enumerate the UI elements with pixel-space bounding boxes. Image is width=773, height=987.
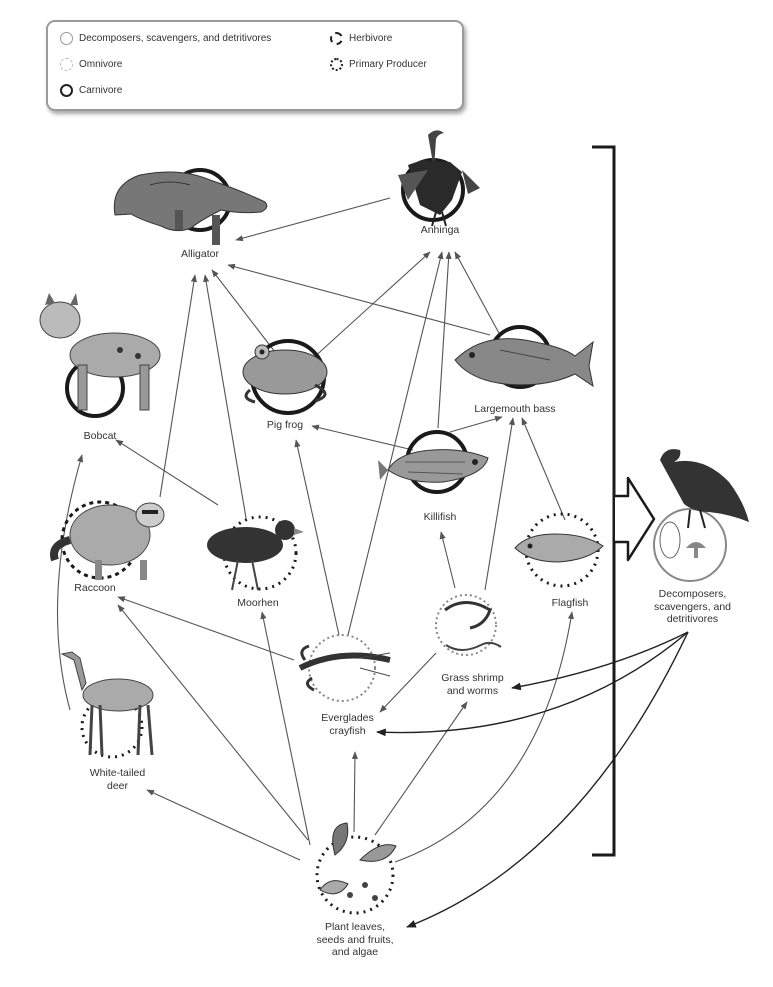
crayfish-icon: [298, 644, 391, 692]
legend-item-omnivore: Omnivore: [60, 58, 122, 71]
bobcat-icon: [39, 293, 161, 411]
killifish-node: [378, 430, 489, 494]
pig-frog-node: [242, 339, 328, 415]
legend-item-primary-producer: Primary Producer: [330, 58, 427, 71]
label-alligator: Alligator: [181, 248, 219, 260]
carnivore-ring-icon: [60, 84, 73, 97]
anhinga-icon: [398, 130, 480, 227]
herbivore-ring-icon: [330, 32, 343, 45]
flagfish-icon: [514, 533, 604, 563]
label-everglades-crayfish: Everglades crayfish: [321, 712, 374, 737]
omnivore-ring-icon: [60, 58, 73, 71]
legend-label: Herbivore: [349, 33, 393, 44]
anhinga-node: [398, 130, 480, 227]
pig-frog-icon: [242, 344, 328, 404]
legend-label: Carnivore: [79, 85, 123, 96]
legend-label: Decomposers, scavengers, and detritivore…: [79, 33, 272, 44]
decomposers-node: [653, 449, 749, 582]
grass-shrimp-icon: [444, 601, 502, 651]
moorhen-icon: [207, 520, 304, 591]
label-white-tailed-deer: White-tailed deer: [89, 767, 146, 792]
label-raccoon: Raccoon: [74, 582, 116, 594]
decomposer-ring-icon: [60, 32, 73, 45]
deer-node: [60, 651, 154, 759]
label-killifish: Killifish: [423, 511, 457, 523]
raccoon-node: [50, 500, 165, 580]
grass-shrimp-node: [435, 594, 502, 656]
label-bobcat: Bobcat: [83, 430, 117, 442]
killifish-icon: [378, 449, 489, 483]
white-tailed-deer-icon: [60, 651, 154, 756]
plant-leaves-icon: [319, 822, 397, 901]
label-decomposers: Decomposers, scavengers, and detritivore…: [653, 588, 732, 625]
label-grass-shrimp: Grass shrimp and worms: [441, 672, 504, 697]
vulture-icon: [660, 449, 749, 529]
moorhen-node: [207, 515, 304, 591]
crayfish-node: [298, 634, 391, 702]
bobcat-node: [39, 293, 161, 418]
label-flagfish: Flagfish: [551, 597, 589, 609]
alligator-icon: [113, 171, 268, 245]
label-pig-frog: Pig frog: [266, 419, 304, 431]
legend: Decomposers, scavengers, and detritivore…: [46, 20, 464, 111]
flagfish-node: [514, 512, 604, 588]
plants-node: [315, 822, 397, 915]
legend-item-herbivore: Herbivore: [330, 32, 392, 45]
alligator-node: [113, 168, 268, 245]
feeding-arrows: [56, 197, 574, 863]
mushroom-icon: [659, 521, 706, 559]
label-plants: Plant leaves, seeds and fruits, and alga…: [316, 921, 394, 958]
legend-item-carnivore: Carnivore: [60, 84, 122, 97]
label-moorhen: Moorhen: [237, 597, 279, 609]
raccoon-icon: [50, 502, 165, 580]
largemouth-bass-node: [454, 325, 594, 389]
legend-item-decomposers: Decomposers, scavengers, and detritivore…: [60, 32, 271, 45]
producer-ring-icon: [330, 58, 343, 71]
legend-label: Primary Producer: [349, 59, 427, 70]
decomposer-arrows: [376, 631, 689, 928]
label-largemouth-bass: Largemouth bass: [474, 403, 556, 415]
label-anhinga: Anhinga: [420, 224, 460, 236]
largemouth-bass-icon: [454, 338, 594, 388]
decomposer-bracket: [592, 145, 656, 857]
legend-label: Omnivore: [79, 59, 123, 70]
